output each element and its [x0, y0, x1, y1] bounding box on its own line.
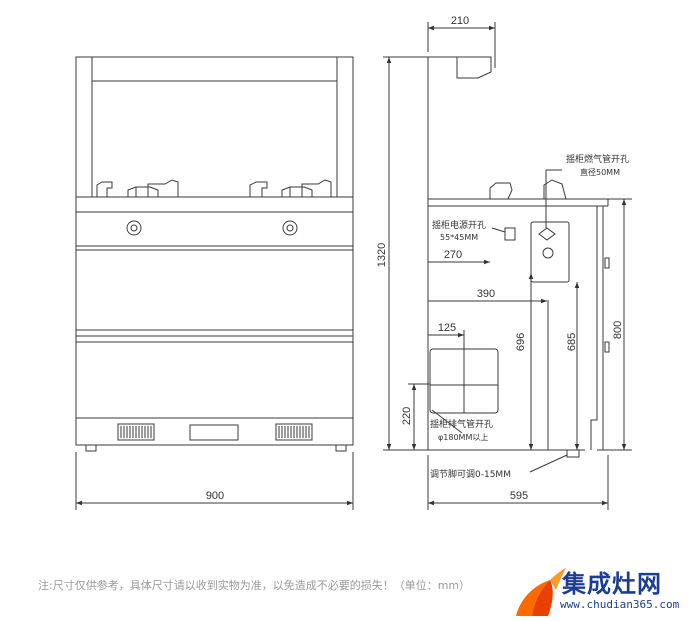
- front-outer-frame: [75, 56, 354, 446]
- gas-pipe-opening: [530, 221, 570, 283]
- dim-top-depth: 210: [451, 15, 469, 27]
- left-vent: [117, 423, 155, 441]
- dim-side-depth: 595: [510, 490, 528, 502]
- foot-adjust-label: 调节脚可调0-15MM: [430, 469, 511, 480]
- gas-pipe-title: 揺柜燃气管开孔: [566, 153, 629, 165]
- dim-696: 696: [515, 333, 527, 351]
- dim-685: 685: [566, 333, 578, 351]
- right-vent: [275, 423, 313, 441]
- power-hole: [504, 227, 516, 241]
- side-view: [383, 22, 632, 510]
- logo-name: 集成灶网: [562, 570, 662, 598]
- logo-url: www.chudian365.com: [560, 598, 680, 611]
- exhaust-size: φ180MM以上: [438, 433, 488, 442]
- dim-125: 125: [438, 322, 456, 334]
- power-hole-size: 55*45MM: [440, 233, 478, 242]
- dim-side-height: 800: [612, 321, 624, 339]
- dim-front-width: 900: [206, 490, 224, 502]
- right-knob: [282, 220, 298, 236]
- gas-pipe-size: 直径50MM: [580, 167, 620, 177]
- dim-front-height: 1320: [376, 243, 388, 267]
- right-burner: [249, 179, 332, 197]
- left-knob: [126, 220, 142, 236]
- dim-220: 220: [401, 407, 413, 425]
- center-display: [189, 424, 239, 441]
- power-hole-title: 揺柜电源开孔: [432, 219, 486, 231]
- footer-note: 注:尺寸仅供参考，具体尺寸请以收到实物为准，以免造成不必要的损失！（单位：mm）: [38, 579, 471, 592]
- left-burner: [96, 179, 179, 197]
- logo-icon: [516, 568, 566, 616]
- site-logo[interactable]: 集成灶网 www.chudian365.com: [510, 560, 700, 621]
- dim-390: 390: [477, 288, 495, 300]
- front-view: [75, 56, 354, 510]
- exhaust-title: 揺柜排气管开孔: [430, 418, 493, 430]
- dim-270: 270: [444, 249, 462, 261]
